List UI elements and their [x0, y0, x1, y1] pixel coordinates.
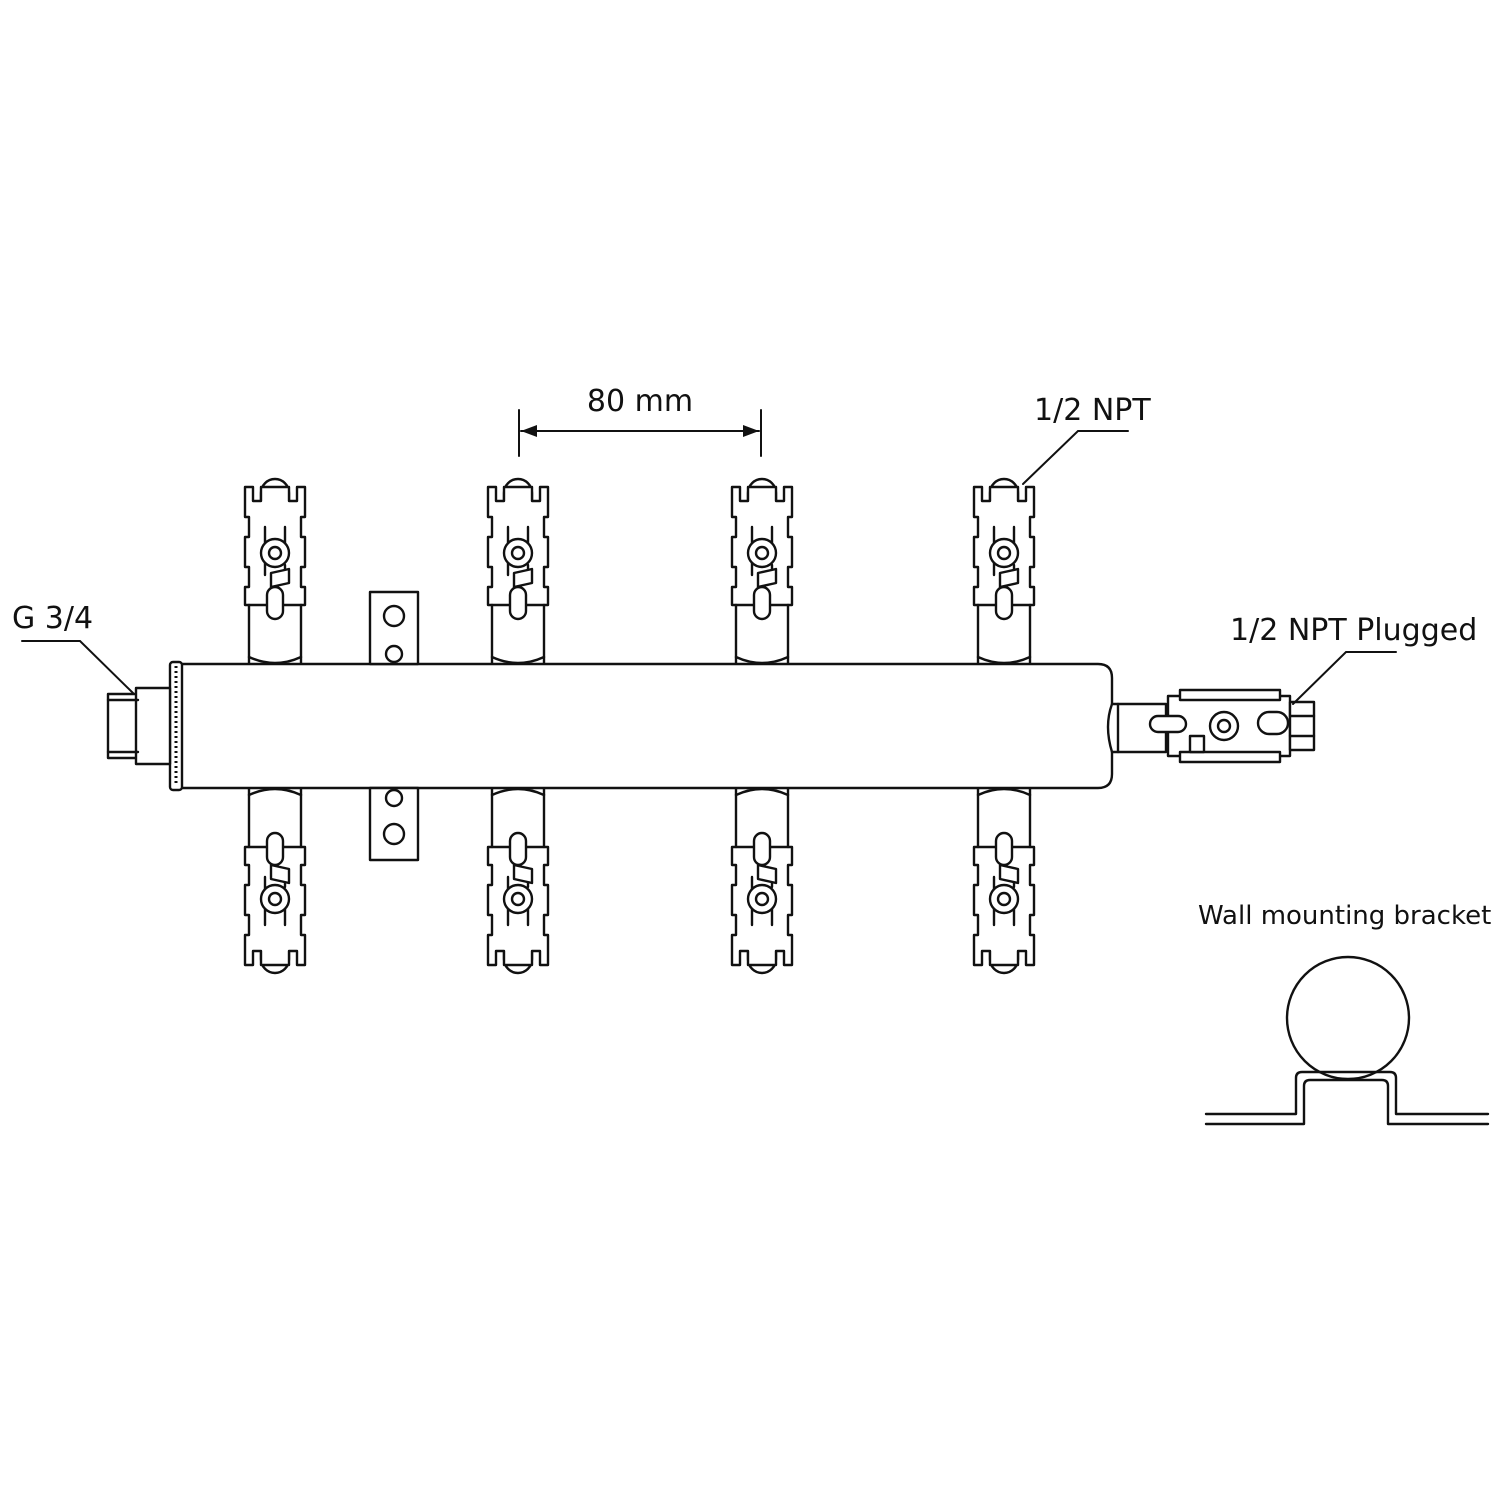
outlet-label-callout: 1/2 NPT	[1022, 393, 1151, 485]
inlet-fitting	[106, 686, 172, 766]
outlet-valve	[243, 787, 307, 975]
outlet-valve	[972, 787, 1036, 975]
inlet-label: G 3/4	[12, 601, 93, 636]
plug-label-callout: 1/2 NPT Plugged	[1230, 613, 1477, 705]
bracket-label: Wall mounting bracket	[1198, 901, 1491, 931]
outlet-valve	[486, 787, 550, 975]
outlet-valve	[486, 477, 550, 665]
bottom-outlets	[243, 787, 1036, 975]
outlet-valve	[730, 787, 794, 975]
outlet-valve	[730, 477, 794, 665]
outlet-valve	[243, 477, 307, 665]
end-valve	[1106, 688, 1316, 764]
spacing-dimension: 80 mm	[518, 384, 762, 457]
bracket-detail: Wall mounting bracket	[1198, 901, 1491, 1126]
outlet-valve	[972, 477, 1036, 665]
top-outlets	[243, 477, 1036, 665]
manifold-header	[168, 660, 1114, 792]
spacing-label: 80 mm	[587, 384, 693, 419]
plug-label: 1/2 NPT Plugged	[1230, 613, 1477, 648]
mounting-plates	[368, 590, 420, 862]
outlet-label: 1/2 NPT	[1034, 393, 1151, 428]
inlet-label-callout: G 3/4	[12, 601, 134, 694]
